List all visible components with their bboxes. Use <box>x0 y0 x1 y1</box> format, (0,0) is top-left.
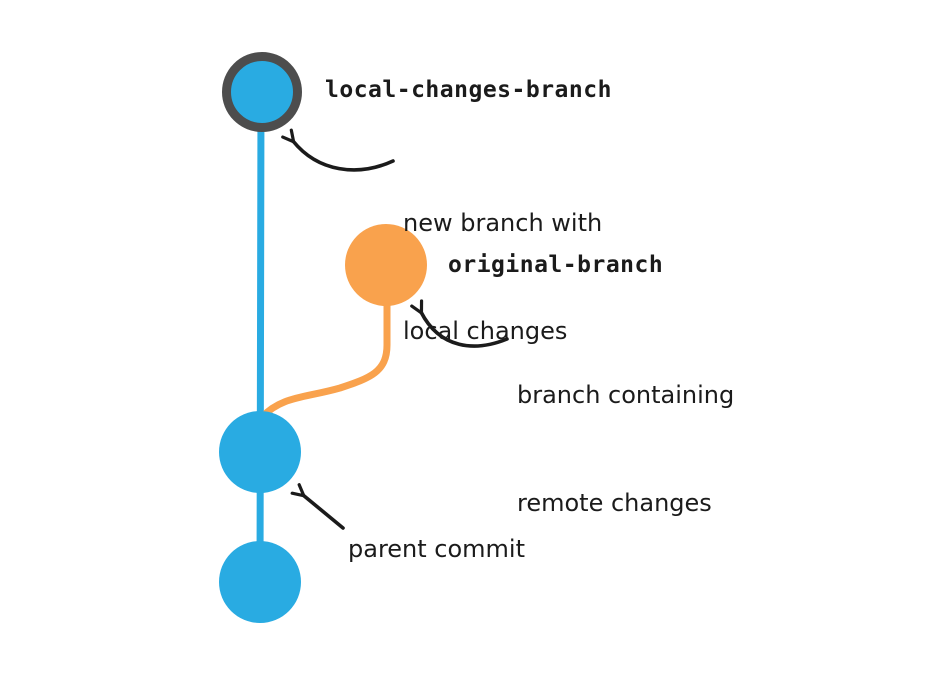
annotation-new-branch: new branch with local changes <box>403 133 602 421</box>
commit-node-local-branch-tip <box>222 52 302 132</box>
annotation-remote-changes-line1: branch containing <box>517 381 735 409</box>
commit-node-original-branch-tip <box>345 224 427 306</box>
annotation-parent-commit: parent commit <box>348 535 526 563</box>
annotation-new-branch-line2: local changes <box>403 317 568 345</box>
commit-node-root <box>219 541 301 623</box>
branch-label-original: original-branch <box>448 252 664 278</box>
annotation-remote-changes: branch containing remote changes <box>517 305 734 593</box>
arrow-to-original-branch-icon <box>410 299 509 348</box>
branch-label-local: local-changes-branch <box>325 77 612 103</box>
edge-original-branch-curve <box>258 276 391 421</box>
edge-local-branch-line <box>256 88 265 586</box>
commit-node-parent <box>219 411 301 493</box>
arrow-to-local-branch-icon <box>281 128 395 172</box>
annotation-new-branch-line1: new branch with <box>403 209 603 237</box>
arrow-to-parent-commit-icon <box>290 483 345 530</box>
annotation-remote-changes-line2: remote changes <box>517 489 712 517</box>
